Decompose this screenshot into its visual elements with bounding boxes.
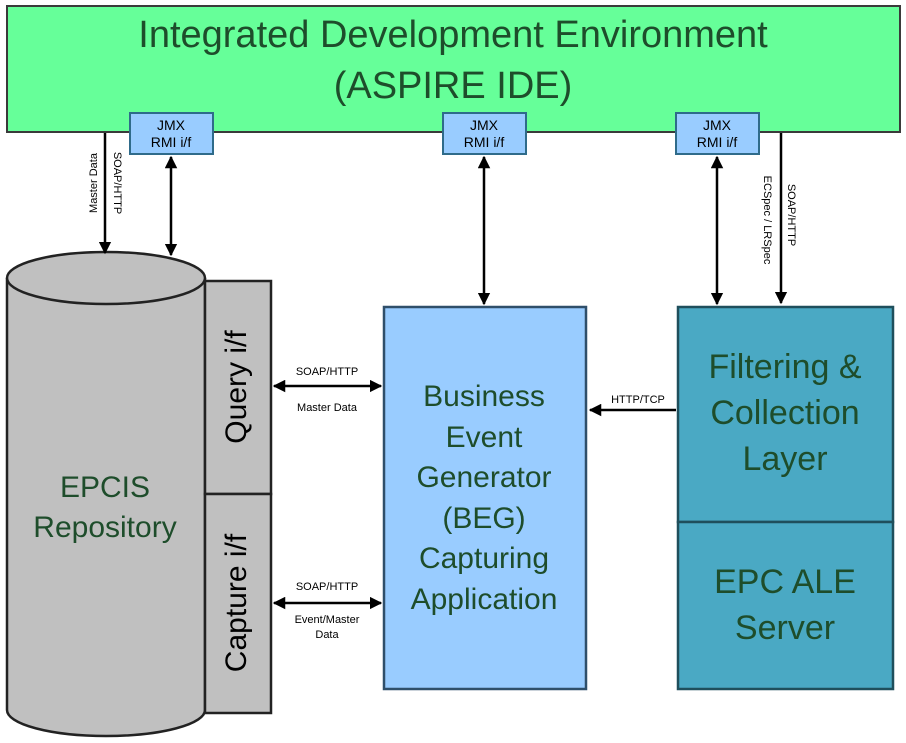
repository-label-line1: EPCIS	[60, 471, 150, 504]
repository-label-line2: Repository	[33, 511, 176, 544]
jmx-box-right: JMX RMI i/f	[675, 112, 760, 155]
capture-interface-box	[203, 492, 273, 715]
fc-line-1: Filtering &	[708, 348, 861, 386]
ide-title-line2: (ASPIRE IDE)	[334, 65, 573, 107]
label-query-master-data: Master Data	[297, 402, 358, 414]
query-interface-label: Query i/f	[220, 330, 253, 444]
ide-title-line1: Integrated Development Environment	[138, 14, 768, 56]
label-capture-soap-http: SOAP/HTTP	[296, 581, 358, 593]
beg-box	[382, 305, 588, 691]
epc-ale-server-box	[676, 520, 895, 691]
label-event-master-line1: Event/Master	[295, 614, 360, 626]
beg-line-2: Event	[446, 421, 523, 454]
jmx-middle-line2: RMI i/f	[464, 134, 505, 150]
repository-cylinder	[5, 250, 207, 738]
label-master-data-vertical: Master Data	[88, 152, 100, 213]
jmx-right-line2: RMI i/f	[697, 134, 738, 150]
fc-line-3: Layer	[742, 440, 827, 478]
beg-line-1: Business	[423, 380, 545, 413]
jmx-box-middle: JMX RMI i/f	[442, 112, 527, 155]
beg-line-4: (BEG)	[442, 502, 525, 535]
beg-line-3: Generator	[416, 461, 551, 494]
ale-line-1: EPC ALE	[714, 563, 856, 601]
label-query-soap-http: SOAP/HTTP	[296, 366, 358, 378]
beg-line-5: Capturing	[419, 542, 549, 575]
jmx-left-line1: JMX	[157, 117, 186, 133]
label-soap-http-left-vertical: SOAP/HTTP	[111, 152, 123, 214]
capture-interface-label: Capture i/f	[220, 533, 253, 672]
ale-line-2: Server	[735, 609, 835, 647]
jmx-right-line1: JMX	[703, 117, 732, 133]
query-interface-box	[203, 279, 273, 496]
jmx-box-left: JMX RMI i/f	[129, 112, 214, 155]
label-soap-http-right-vertical: SOAP/HTTP	[785, 184, 797, 246]
filtering-collection-layer-box	[676, 305, 895, 524]
label-event-master-line2: Data	[315, 629, 339, 641]
jmx-middle-line1: JMX	[470, 117, 499, 133]
label-http-tcp: HTTP/TCP	[611, 394, 665, 406]
jmx-left-line2: RMI i/f	[151, 134, 192, 150]
fc-line-2: Collection	[710, 394, 859, 432]
beg-label: Business Event Generator (BEG) Capturing…	[411, 380, 558, 616]
beg-line-6: Application	[411, 583, 558, 616]
ide-box	[6, 5, 901, 133]
label-ecspec-lrspec-vertical: ECSpec / LRSpec	[761, 176, 773, 265]
